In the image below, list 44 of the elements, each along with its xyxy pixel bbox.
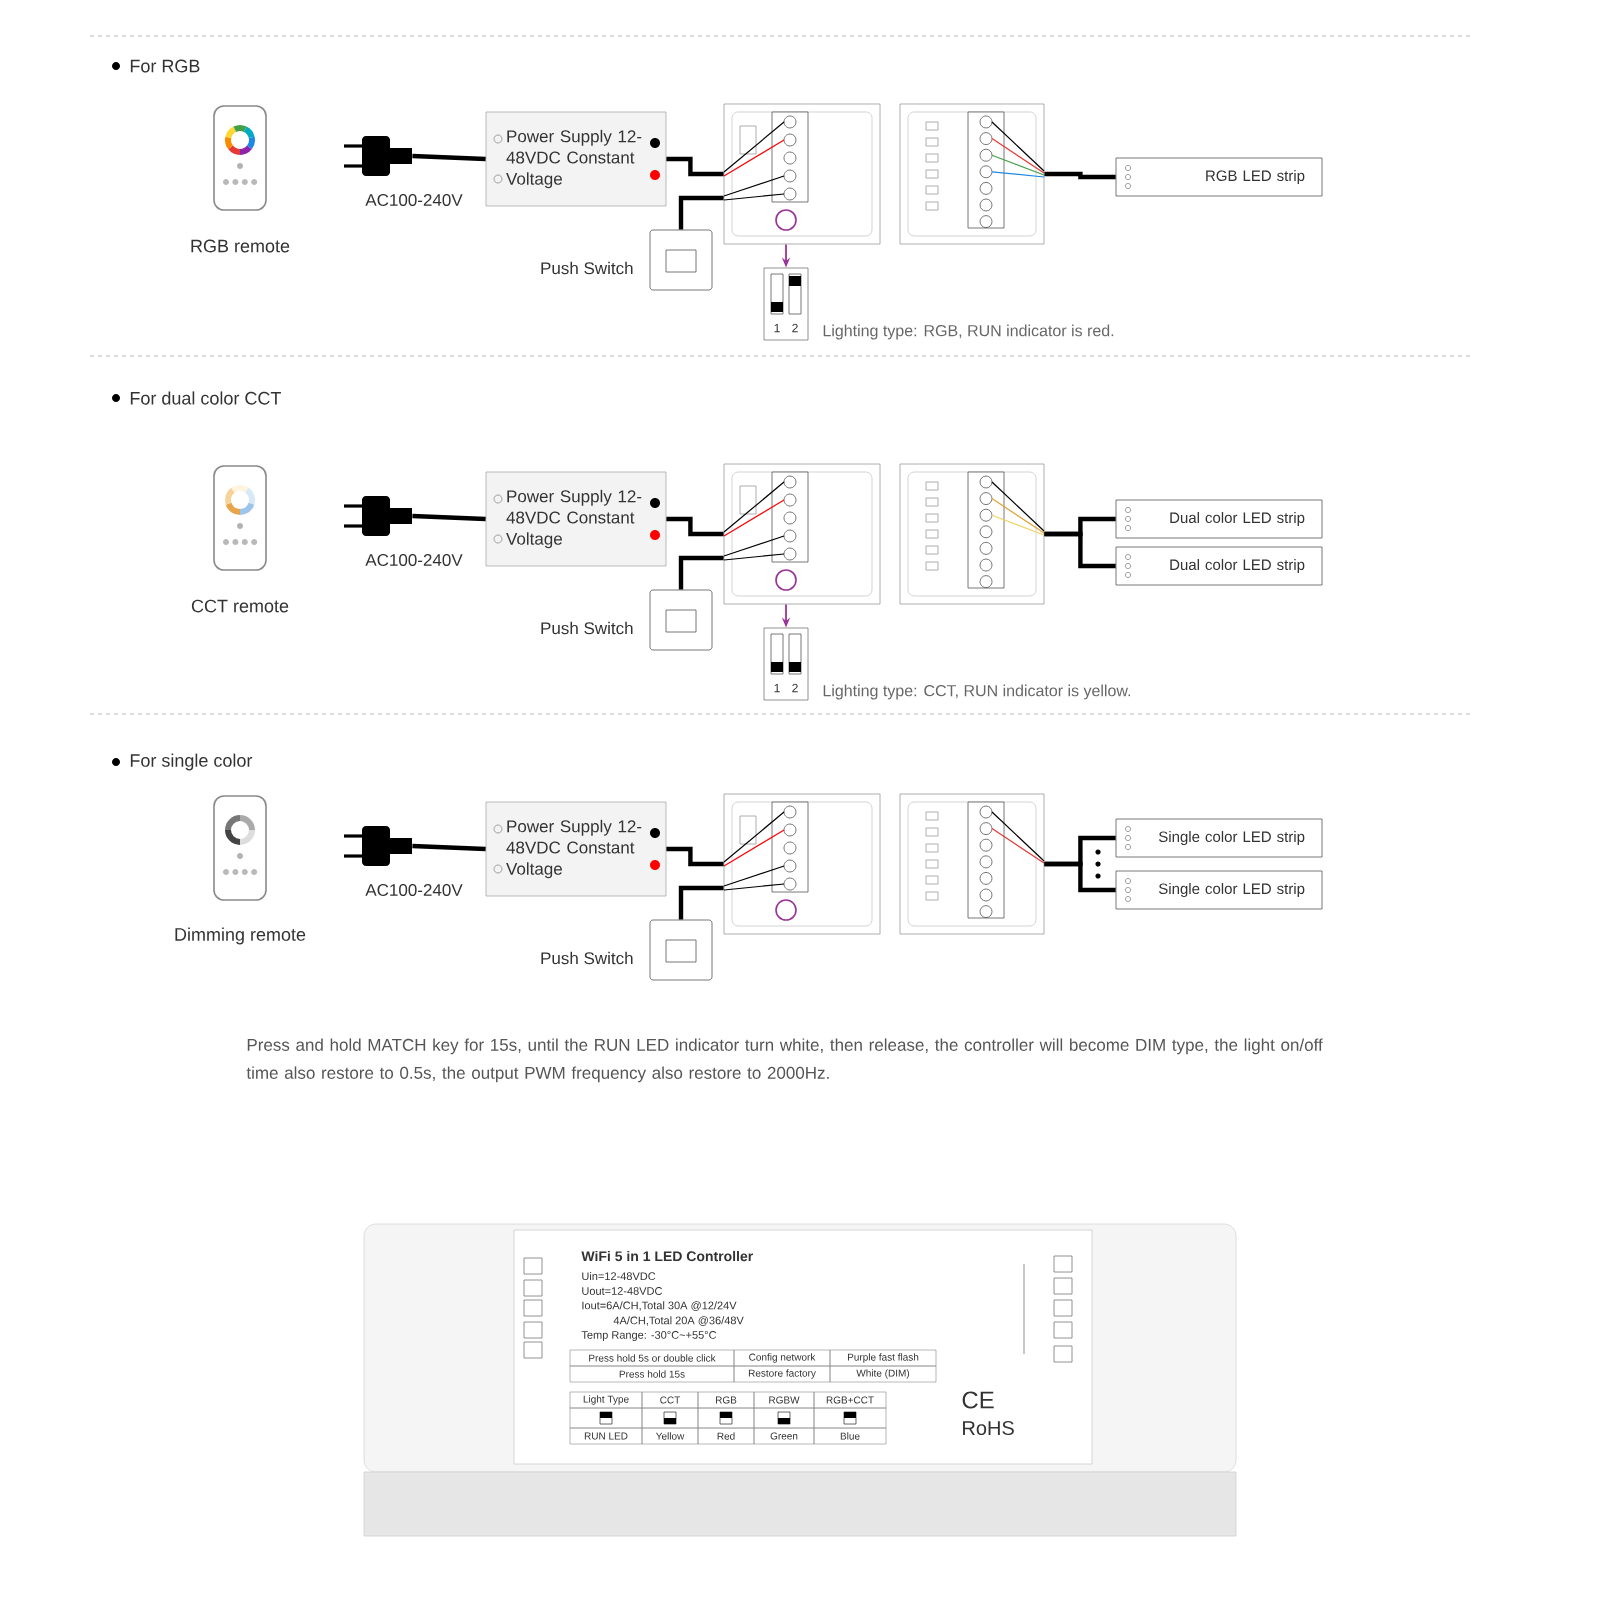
- plug-drawing: [344, 496, 412, 536]
- node-label: RGB remote: [191, 239, 290, 253]
- controller-drawing: [723, 793, 1045, 935]
- remote-control: RGB remote: [191, 105, 290, 253]
- section-heading: For dual color CCT: [112, 391, 281, 405]
- note: Lighting type: CCT, RUN indicator is yellow.: [823, 684, 1131, 700]
- cable: [412, 153, 486, 162]
- node-label: Push Switch: [541, 951, 633, 965]
- plug-drawing: [344, 136, 412, 176]
- certification-mark: CE: [962, 1391, 994, 1409]
- cable: [412, 843, 486, 852]
- cable: [678, 885, 724, 920]
- node-label: Dimming remote: [175, 927, 306, 945]
- plug-drawing: [344, 826, 412, 866]
- cable: [666, 516, 724, 537]
- cable: [412, 513, 486, 522]
- node-label: CCT remote: [191, 599, 289, 613]
- cable: [666, 846, 724, 867]
- remote-control: Dimming remote: [175, 795, 306, 945]
- controller-drawing: [723, 103, 1045, 245]
- cable: [678, 195, 724, 230]
- power-supply-box: Power Supply 12-48VDC Constant Voltage: [485, 111, 667, 207]
- node-label: AC100-240V: [365, 554, 463, 566]
- cable: [678, 555, 724, 590]
- certification-mark: RoHS: [963, 1420, 1014, 1436]
- controller-drawing: [723, 463, 1045, 605]
- cable: [1044, 171, 1116, 180]
- power-supply-box: Power Supply 12-48VDC Constant Voltage: [485, 471, 667, 567]
- section-heading: For RGB: [112, 59, 200, 73]
- note: Press and hold MATCH key for 15s, until the RUN LED indicator turn white, then release, the controller will become DIM type, the light on/off time also restore to 0.5s, the output PWM frequency also restore to 2000Hz.: [246, 1038, 1323, 1083]
- push-switch: [649, 919, 713, 981]
- node-label: Push Switch: [541, 261, 633, 275]
- node-label: AC100-240V: [365, 194, 463, 206]
- node-label: Push Switch: [541, 621, 633, 635]
- cable: [1044, 531, 1116, 569]
- power-supply-box: Power Supply 12-48VDC Constant Voltage: [485, 801, 667, 897]
- note: Lighting type: RGB, RUN indicator is red.: [823, 324, 1114, 340]
- cable: [1044, 861, 1116, 893]
- push-switch: [649, 229, 713, 291]
- remote-control: CCT remote: [191, 465, 289, 613]
- push-switch: [649, 589, 713, 651]
- node-label: AC100-240V: [365, 884, 463, 896]
- cable: [666, 156, 724, 177]
- section-heading: For single color: [112, 753, 253, 771]
